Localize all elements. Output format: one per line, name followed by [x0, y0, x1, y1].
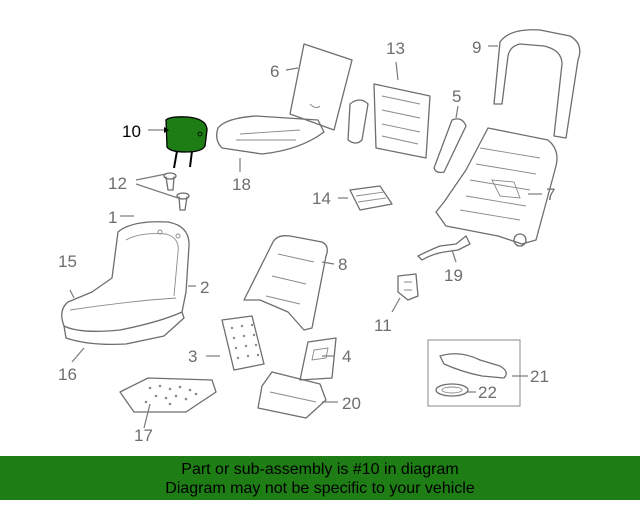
lower-cover-part-20[interactable] [257, 371, 327, 419]
callout-8[interactable]: 8 [338, 255, 347, 274]
callout-21[interactable]: 21 [530, 367, 549, 386]
callout-22[interactable]: 22 [478, 383, 497, 402]
kit-box-part-21[interactable] [427, 339, 521, 407]
callout-13[interactable]: 13 [386, 39, 405, 58]
callout-12[interactable]: 12 [108, 174, 127, 193]
callout-16[interactable]: 16 [58, 365, 77, 384]
callout-2[interactable]: 2 [200, 278, 209, 297]
switch-part-4[interactable] [299, 337, 337, 381]
callout-1[interactable]: 1 [108, 208, 117, 227]
seat-cushion-part-2[interactable] [61, 221, 190, 346]
callout-7[interactable]: 7 [546, 185, 555, 204]
back-board-part-8[interactable] [243, 235, 328, 331]
pad-part-17[interactable] [119, 377, 217, 413]
callout-18[interactable]: 18 [232, 175, 251, 194]
lumbar-part-13[interactable] [347, 83, 431, 159]
callout-4[interactable]: 4 [342, 347, 351, 366]
clip-part-22[interactable] [435, 383, 469, 397]
module-part-14[interactable] [349, 185, 393, 211]
callout-20[interactable]: 20 [342, 394, 361, 413]
callout-17[interactable]: 17 [134, 426, 153, 445]
bracket-part-11[interactable] [397, 273, 419, 301]
seat-frame-part-7[interactable] [435, 127, 558, 247]
callout-11[interactable]: 11 [374, 316, 392, 335]
callout-5[interactable]: 5 [452, 87, 461, 106]
callout-9[interactable]: 9 [472, 38, 481, 57]
back-panel-part-6[interactable] [289, 43, 353, 131]
heater-part-3[interactable] [221, 315, 265, 371]
harness-part-19[interactable] [417, 235, 471, 261]
callout-6[interactable]: 6 [270, 62, 279, 81]
callout-15[interactable]: 15 [58, 252, 77, 271]
callout-19[interactable]: 19 [444, 266, 463, 285]
frame-part-9[interactable] [493, 29, 581, 139]
banner-line-1: Part or sub-assembly is #10 in diagram [181, 461, 459, 478]
side-cover-part-5[interactable] [433, 118, 467, 174]
callout-3[interactable]: 3 [188, 347, 197, 366]
pad-part-18[interactable] [216, 115, 325, 155]
callout-10[interactable]: 10 [122, 122, 141, 141]
banner-line-2: Diagram may not be specific to your vehi… [165, 480, 475, 497]
leader-lines [69, 45, 542, 429]
guide-part-12[interactable] [163, 172, 190, 211]
callout-14[interactable]: 14 [312, 189, 331, 208]
headrest-part-10[interactable] [165, 116, 208, 169]
info-banner: Part or sub-assembly is #10 in diagram D… [0, 456, 640, 500]
